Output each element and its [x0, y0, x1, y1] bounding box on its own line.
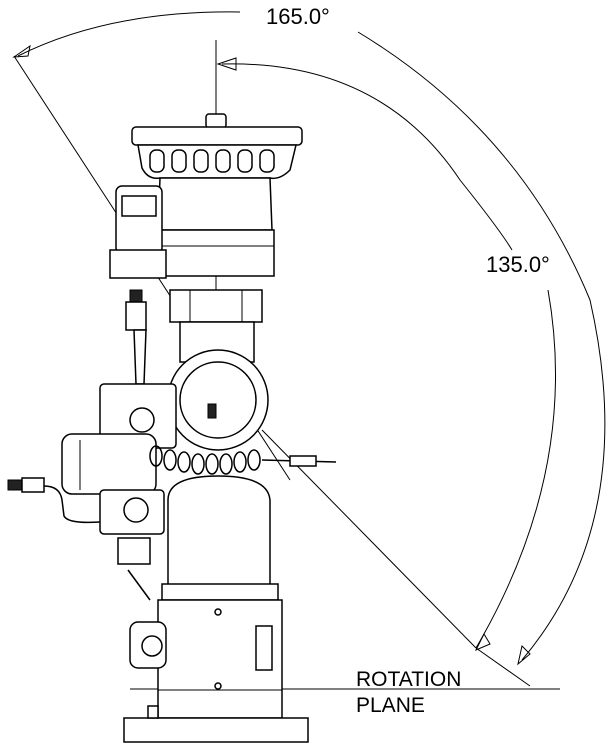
actuator-gearbox [109, 249, 167, 279]
coiled-cord [149, 445, 337, 475]
outer-angle-label: 165.0° [266, 4, 330, 29]
base-label-plate [255, 625, 273, 671]
arc-135 [221, 63, 513, 251]
plane-label: PLANE [356, 694, 425, 717]
nozzle-nut [169, 289, 263, 323]
arrow-165-bottom [517, 645, 531, 666]
nozzle-bumper [137, 144, 297, 180]
connector-plug [7, 477, 101, 524]
nozzle-collar [153, 229, 275, 277]
reference-line-rotation [475, 647, 531, 687]
arrow-135-bottom [474, 632, 491, 651]
rotation-label: ROTATION [356, 668, 461, 691]
side-valve [117, 537, 167, 669]
lower-collar [161, 583, 279, 601]
bumper-lugs [149, 149, 275, 173]
nozzle-barrel [157, 177, 273, 231]
antenna [133, 329, 147, 385]
wireless-module [61, 433, 157, 495]
swivel-elbow [167, 349, 269, 451]
arc-165-right [357, 31, 606, 661]
arc-135-lower [475, 289, 556, 649]
nozzle-cap [131, 126, 303, 146]
inner-angle-label: 135.0° [486, 252, 550, 277]
nozzle-assembly [7, 113, 337, 743]
mid-bracket [99, 489, 165, 535]
dimension-geometry [12, 11, 606, 690]
base-flange [123, 717, 309, 743]
lower-elbow [167, 475, 271, 591]
nozzle-tip [205, 113, 227, 129]
arrow-165-left [12, 44, 31, 58]
arrow-135-top [216, 57, 237, 71]
arc-165 [17, 11, 241, 57]
